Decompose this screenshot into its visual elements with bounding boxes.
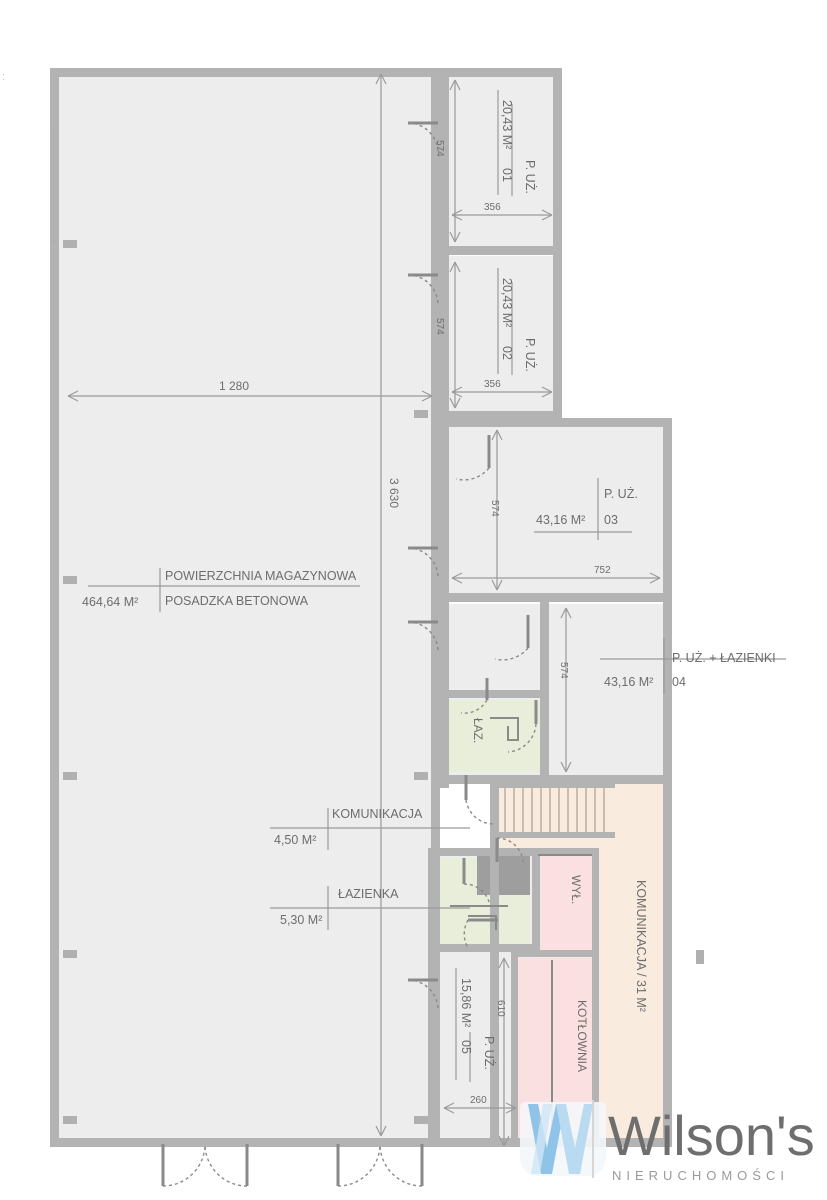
room-04-number: 04 — [672, 675, 686, 689]
room-03-number: 03 — [604, 513, 618, 527]
wall-bottom-lower-block — [428, 1138, 498, 1147]
text-labels: : POWIERZCHNIA MAGAZYNOWA POSADZKA BETON… — [2, 71, 776, 1106]
wall-between-01-02 — [440, 246, 562, 255]
wall-top-block — [440, 68, 562, 77]
doors — [161, 121, 538, 1187]
label-leaders — [88, 90, 786, 1082]
wall-between-lazienka-05 — [428, 944, 536, 952]
komunikacja-small-area: 4,50 M² — [274, 833, 316, 847]
staircase — [504, 788, 605, 832]
column-marks — [63, 240, 704, 1124]
dim-r05-height: 610 — [495, 1000, 506, 1017]
wall-right-warehouse — [431, 68, 440, 1147]
room-fill-warehouse — [55, 70, 437, 1145]
warehouse-area: 464,64 M² — [82, 595, 138, 609]
column-mark-2 — [63, 576, 77, 584]
column-mark-3 — [63, 772, 77, 780]
dim-overall-width: 1 280 — [219, 379, 249, 393]
room-fill-02 — [443, 256, 555, 416]
wall-left-block-top — [440, 68, 449, 420]
column-mark-8 — [414, 1116, 428, 1124]
kotlownia-name: KOTŁOWNIA — [575, 1000, 589, 1072]
room-03-type: P. UŻ. — [604, 487, 638, 501]
room-02-type: P. UŻ. — [523, 338, 537, 372]
wall-right-wyl — [592, 848, 599, 955]
wall-left-lower-block — [428, 848, 436, 1146]
column-mark-9 — [696, 950, 704, 964]
wall-below-02 — [440, 411, 562, 420]
room-02-area: 20,43 M² — [500, 278, 514, 327]
wall-right-corridor — [663, 775, 672, 1147]
dim-r03-height: 574 — [489, 500, 500, 517]
dim-r01-height: 574 — [434, 140, 445, 157]
wall-right-block-top — [553, 68, 562, 420]
warehouse-name-line1: POWIERZCHNIA MAGAZYNOWA — [165, 569, 357, 583]
komunikacja-main-name: KOMUNIKACJA / 31 M² — [634, 880, 648, 1012]
wall-below-04 — [440, 775, 672, 784]
wall-left-room03-04 — [440, 418, 449, 788]
wall-stair-bottom — [497, 832, 615, 838]
room-05-area: 15,86 M² — [459, 978, 473, 1027]
dim-r02-width: 356 — [484, 379, 501, 390]
wall-right-lazienka — [532, 848, 540, 952]
logo-w-mark — [520, 1102, 606, 1176]
wall-between-03-04 — [440, 593, 672, 602]
laz-name: ŁAZ. — [471, 718, 485, 743]
komunikacja-small-name: KOMUNIKACJA — [332, 807, 423, 821]
wall-between-wyl-kotlownia — [511, 950, 599, 957]
wall-top-laz — [440, 690, 543, 698]
room-01-type: P. UŻ. — [523, 160, 537, 194]
wyl-name: WYŁ. — [569, 875, 583, 904]
wall-top-warehouse — [50, 68, 440, 77]
room-01-area: 20,43 M² — [500, 100, 514, 149]
lazienka-name: ŁAZIENKA — [338, 887, 399, 901]
room-fill-laz — [443, 700, 540, 772]
wilsons-logo: Wilson's NIERUCHOMOŚCI — [520, 1100, 815, 1183]
room-fill-01 — [443, 70, 555, 248]
column-mark-7 — [414, 772, 428, 780]
wall-right-kotlownia — [592, 950, 599, 1145]
room-01-number: 01 — [500, 168, 514, 182]
dim-r04-height: 574 — [558, 662, 569, 679]
wall-stair-top — [497, 782, 615, 788]
column-mark-4 — [63, 950, 77, 958]
column-mark-6 — [414, 410, 428, 418]
wall-right-room03-04 — [663, 418, 672, 788]
wall-internal-vertical-04 — [540, 593, 549, 783]
dimension-lines — [67, 73, 661, 1147]
logo-subtitle: NIERUCHOMOŚCI — [612, 1168, 789, 1183]
room-fill-03 — [443, 424, 665, 596]
dim-r01-width: 356 — [484, 202, 501, 213]
column-mark-5 — [63, 1116, 77, 1124]
wall-left-kotlownia — [511, 950, 518, 1145]
room-04-type: P. UŻ. + ŁAZIENKI — [672, 651, 776, 665]
dim-r05-width: 260 — [470, 1095, 487, 1106]
stray-mark: : — [2, 71, 5, 83]
dim-r02-height: 574 — [434, 318, 445, 335]
warehouse-name-line2: POSADZKA BETONOWA — [165, 594, 309, 608]
wall-left-warehouse — [50, 68, 59, 1147]
shaft-block — [477, 855, 530, 895]
logo-divider — [592, 1100, 594, 1178]
wall-top-wyl — [533, 848, 599, 855]
wall-top-lower-block — [428, 848, 540, 856]
dim-overall-height: 3 630 — [387, 478, 401, 508]
logo-wordmark: Wilson's — [608, 1104, 815, 1167]
room-02-number: 02 — [500, 346, 514, 360]
room-05-number: 05 — [459, 1040, 473, 1054]
wall-bottom-warehouse — [50, 1138, 440, 1147]
lazienka-area: 5,30 M² — [280, 913, 322, 927]
column-mark-1 — [63, 240, 77, 248]
wall-left-corridor — [490, 780, 499, 1147]
wall-top-room03 — [440, 418, 672, 427]
room-03-area: 43,16 M² — [536, 513, 585, 527]
room-fill-wyl — [535, 855, 595, 950]
walls — [50, 68, 672, 1147]
dim-r03-width: 752 — [594, 565, 611, 576]
room-04-area: 43,16 M² — [604, 675, 653, 689]
room-05-type: P. UŻ. — [482, 1036, 496, 1070]
